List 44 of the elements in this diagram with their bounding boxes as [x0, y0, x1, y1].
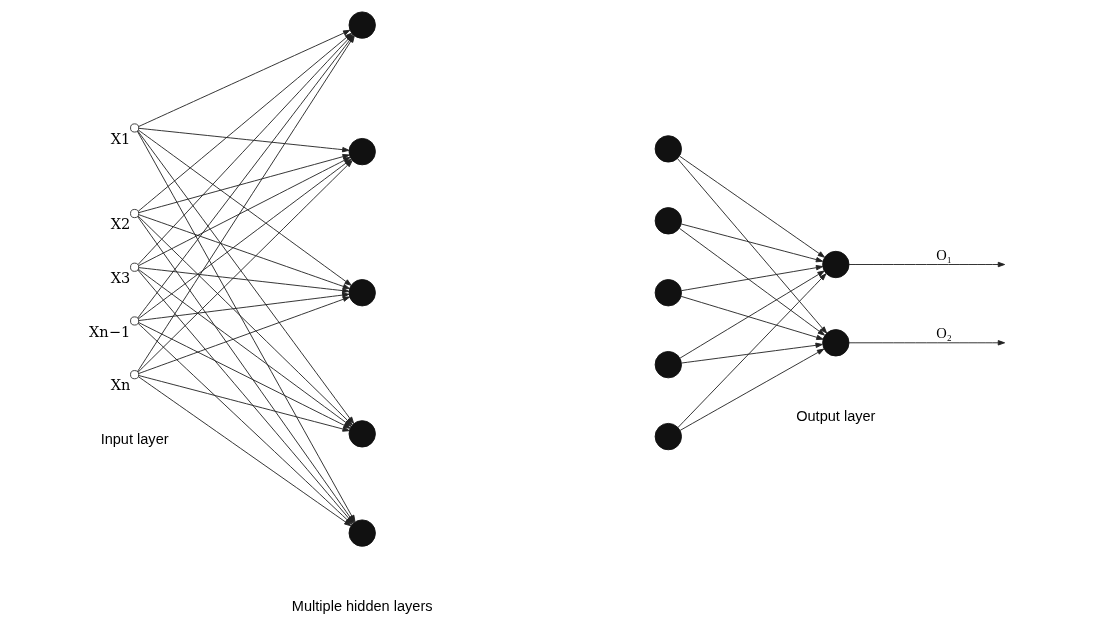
node-circle — [130, 208, 140, 219]
node-circle — [348, 519, 376, 547]
arrow — [138, 296, 351, 374]
arrow — [138, 375, 350, 432]
arrow — [138, 214, 351, 290]
arrow — [138, 127, 350, 153]
node-circle — [654, 279, 682, 307]
node-circle — [654, 351, 682, 379]
node-circle — [654, 135, 682, 163]
edge-label: O₁ — [936, 246, 952, 263]
label: Output layer — [796, 407, 876, 424]
node-circle — [654, 207, 682, 235]
node-circle — [348, 420, 376, 448]
node-circle — [348, 279, 376, 307]
arrow — [681, 342, 823, 364]
arrow — [679, 348, 825, 431]
arrow — [680, 295, 824, 340]
label: Input layer — [100, 430, 169, 447]
arrow — [679, 155, 825, 258]
node-circle — [822, 250, 850, 279]
node-label: X2 — [110, 215, 131, 233]
arrow — [848, 340, 1006, 346]
arrow — [138, 267, 350, 294]
arrow — [138, 292, 350, 321]
arrow — [678, 227, 825, 336]
node-label: Xn−1 — [88, 322, 131, 340]
arrow — [679, 270, 825, 359]
node-circle — [130, 123, 140, 133]
node-circle — [130, 262, 140, 272]
arrow — [848, 261, 1006, 268]
node-circle — [130, 316, 140, 326]
edge-label: O₂ — [936, 325, 952, 342]
node-circle — [348, 137, 376, 166]
label: Multiple hidden layers — [291, 598, 433, 615]
node-label: X1 — [110, 129, 131, 147]
node-label: X3 — [110, 269, 131, 286]
node-label: Xn — [110, 376, 131, 394]
node-circle — [822, 329, 850, 357]
arrow — [677, 158, 828, 334]
node-circle — [130, 370, 140, 380]
arrow — [680, 223, 824, 263]
arrow — [680, 265, 824, 292]
node-circle — [654, 422, 682, 451]
arrow — [677, 273, 827, 428]
